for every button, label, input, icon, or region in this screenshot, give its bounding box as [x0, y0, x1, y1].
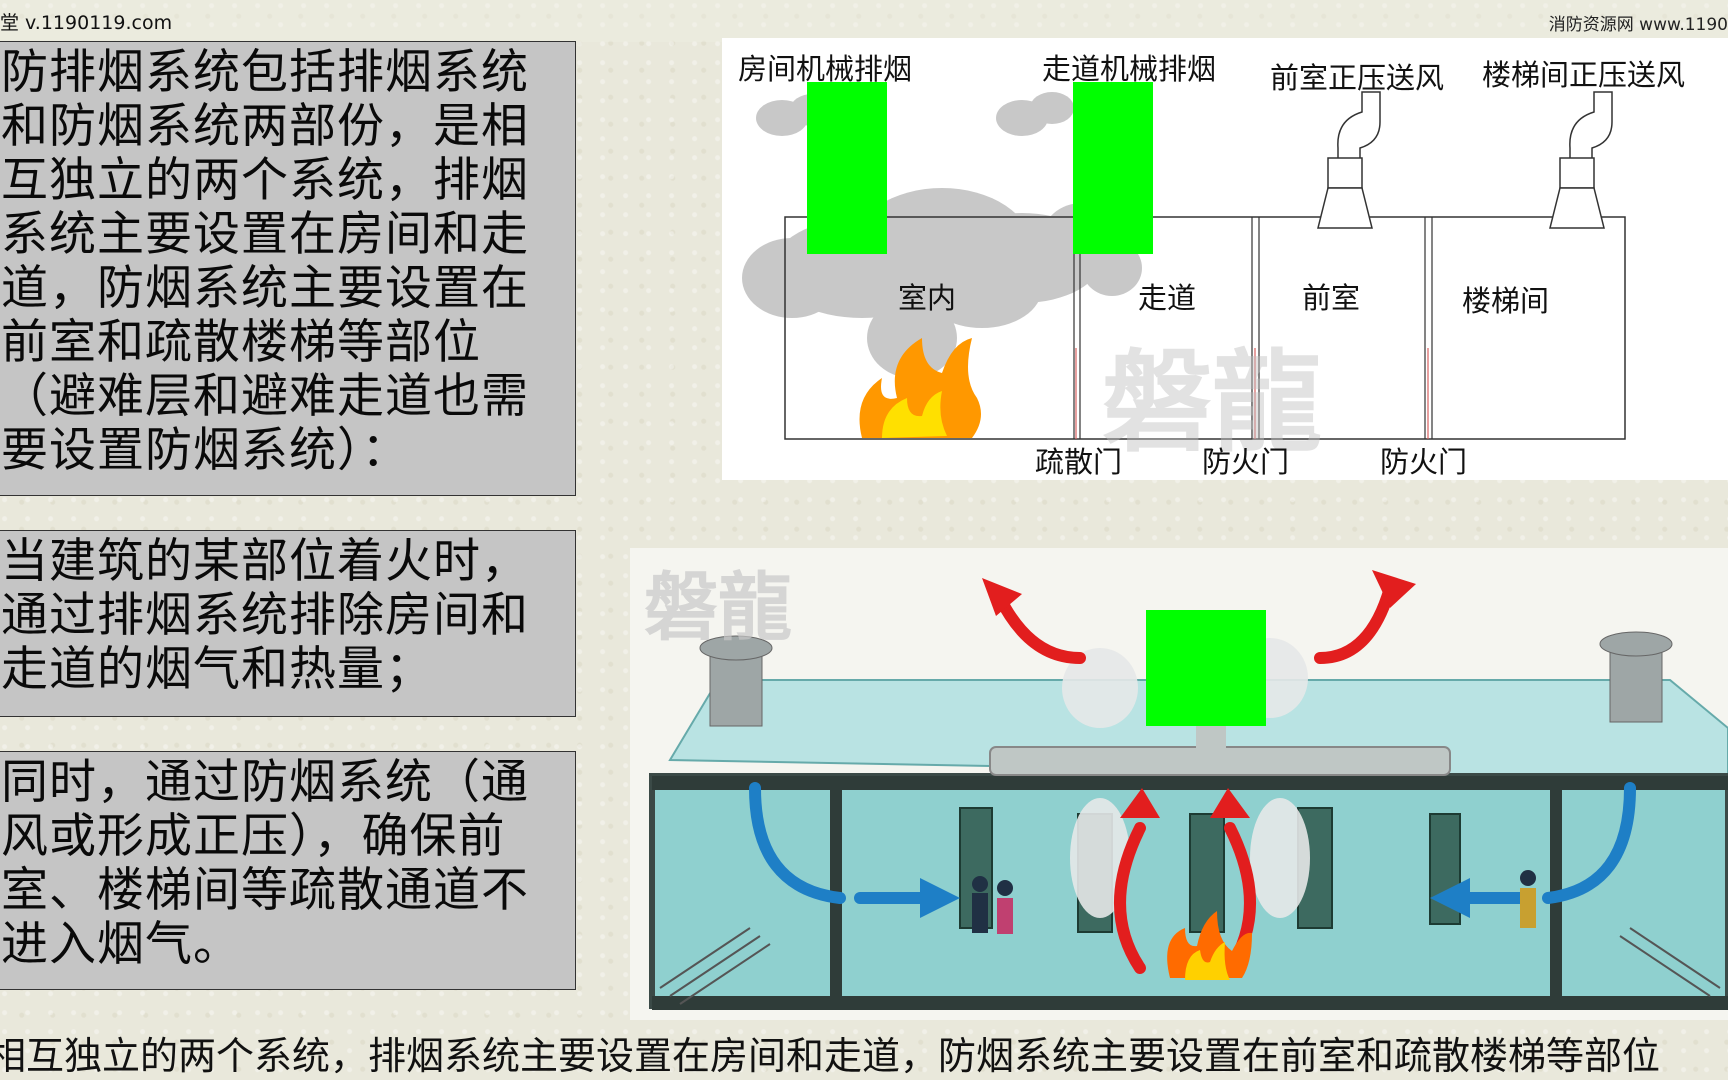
blue-supply-arrows: [749, 782, 1636, 904]
intro-text-box: 防排烟系统包括排烟系统和防烟系统两部份，是相互独立的两个系统，排烟系统主要设置在…: [0, 41, 576, 496]
label-fire-door-1: 防火门: [1202, 445, 1290, 479]
green-mask-room-exhaust: [807, 82, 887, 254]
label-stair-supply: 楼梯间正压送风: [1482, 58, 1686, 92]
label-fire-door-2: 防火门: [1380, 445, 1468, 479]
smoke-control-section-diagram: 磐龍 房间机械排烟 走道机械排烟 前室正压送风 楼梯间正压送风 室内 走道 前室…: [722, 38, 1728, 480]
label-anteroom-supply: 前室正压送风: [1270, 61, 1445, 95]
green-mask-corridor-exhaust: [1073, 82, 1153, 254]
subtitle-caption: 相互独立的两个系统，排烟系统主要设置在房间和走道，防烟系统主要设置在前室和疏散楼…: [0, 1034, 1661, 1078]
source-site-right-label: 消防资源网 www.1190: [1548, 15, 1728, 35]
supply-fan-duct: [1317, 91, 1613, 229]
top-bar: 堂 v.1190119.com 消防资源网 www.1190: [0, 0, 1728, 42]
label-exit-door: 疏散门: [1035, 445, 1123, 479]
illustration-drawing: [649, 570, 1728, 1010]
fire-icon: [859, 338, 981, 438]
fire-text-box: 当建筑的某部位着火时，通过排烟系统排除房间和走道的烟气和热量；: [0, 530, 576, 717]
prevent-text-box: 同时，通过防烟系统（通风或形成正压），确保前室、楼梯间等疏散通道不进入烟气。: [0, 751, 576, 990]
building-outline: [784, 216, 1626, 440]
fire-icon: [1167, 911, 1252, 980]
smoke-control-3d-illustration: 磐龍: [630, 548, 1728, 1020]
people: [972, 870, 1536, 934]
label-stairwell: 楼梯间: [1462, 284, 1550, 318]
label-room: 室内: [898, 281, 957, 315]
label-corridor: 走道: [1138, 281, 1197, 315]
green-mask-roof-fan: [1146, 610, 1266, 726]
source-site-label: 堂 v.1190119.com: [0, 12, 173, 34]
label-corridor-exhaust: 走道机械排烟: [1042, 52, 1217, 86]
label-anteroom: 前室: [1302, 281, 1361, 315]
label-room-exhaust: 房间机械排烟: [738, 52, 913, 86]
